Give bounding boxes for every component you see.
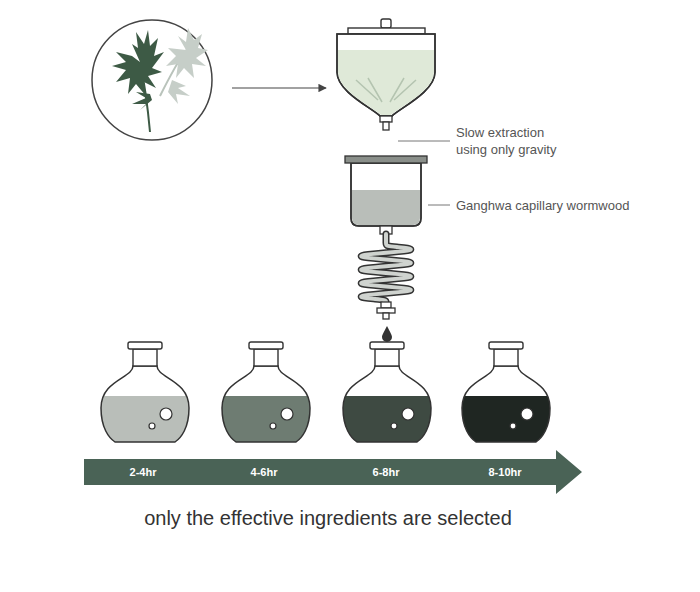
flask: [99, 342, 191, 446]
flask: [460, 342, 552, 446]
callout-label: Ganghwa capillary wormwood: [456, 197, 676, 214]
wormwood-cylinder: [345, 156, 427, 234]
flasks: [99, 342, 552, 446]
time-label: 6-8hr: [373, 465, 400, 479]
flask: [220, 342, 312, 446]
valve: [377, 302, 395, 319]
leader-line: [428, 205, 450, 206]
time-label: 2-4hr: [130, 465, 157, 479]
caption: only the effective ingredients are selec…: [0, 506, 656, 530]
wormwood-illustration: [92, 20, 212, 140]
condenser-coil: [361, 234, 411, 302]
flask: [341, 342, 433, 446]
coil-tube: [361, 234, 411, 302]
leader-line: [398, 141, 450, 142]
time-arrow-band: 2-4hr 4-6hr 6-8hr 8-10hr: [84, 450, 582, 494]
callout-label: Slow extraction using only gravity: [456, 124, 574, 158]
time-label: 8-10hr: [488, 465, 521, 479]
flow-arrow: [232, 87, 326, 88]
time-label: 4-6hr: [251, 465, 278, 479]
droplet: [382, 326, 392, 342]
coil-tube-inner: [361, 234, 411, 302]
gravity-vessel: [337, 19, 435, 130]
